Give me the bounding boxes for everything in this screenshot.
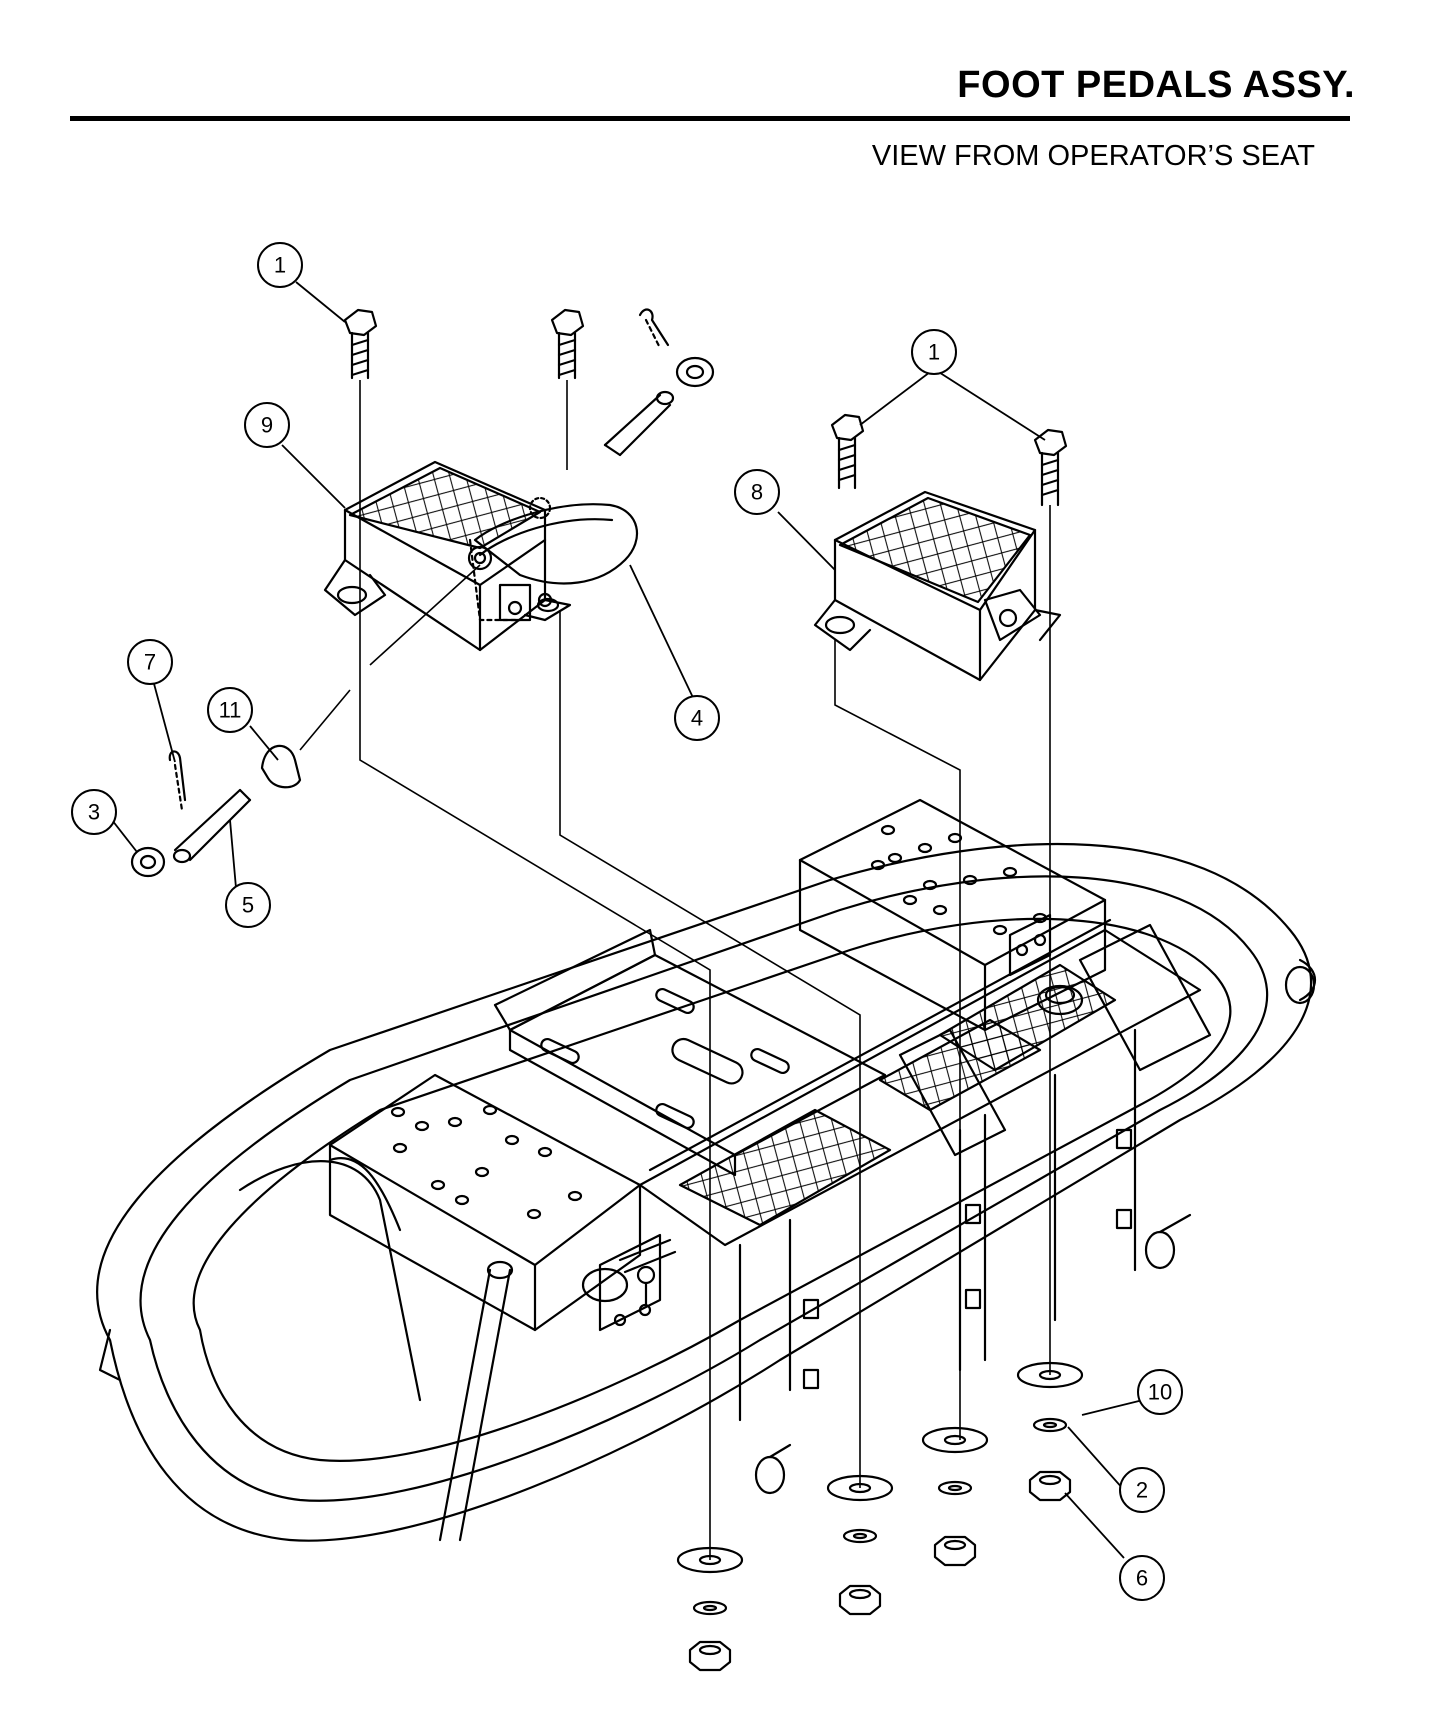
svg-text:3: 3	[88, 800, 100, 825]
callout-2: 2	[1119, 1467, 1165, 1513]
bolt-right-a	[830, 413, 865, 490]
upper-pin-set	[603, 308, 715, 457]
callout-9: 9	[244, 402, 290, 448]
left-block-holes	[390, 1104, 583, 1220]
view-subtitle: VIEW FROM OPERATOR’S SEAT	[871, 140, 1315, 172]
callout-5: 5	[225, 882, 271, 928]
bolt-right-b	[1033, 428, 1068, 507]
bolt-center	[550, 308, 585, 380]
pedal-box-right	[813, 490, 1062, 682]
svg-text:5: 5	[242, 893, 254, 918]
callout-1a: 1	[257, 242, 303, 288]
floor-frame	[96, 842, 1316, 1542]
callout-8: 8	[734, 469, 780, 515]
page-title: FOOT PEDALS ASSY.	[957, 64, 1355, 106]
callout-3: 3	[71, 789, 117, 835]
right-block-holes	[870, 824, 1048, 936]
svg-text:6: 6	[1136, 1566, 1148, 1591]
svg-text:4: 4	[691, 706, 703, 731]
svg-text:1: 1	[928, 340, 940, 365]
svg-text:7: 7	[144, 650, 156, 675]
callout-4: 4	[674, 695, 720, 741]
callout-6: 6	[1119, 1555, 1165, 1601]
svg-text:1: 1	[274, 253, 286, 278]
callout-7: 7	[127, 639, 173, 685]
hardware-stack-2	[826, 1474, 894, 1616]
hardware-stack-3	[921, 1426, 989, 1567]
svg-text:11: 11	[219, 698, 242, 723]
callout-1b: 1	[911, 329, 957, 375]
bolt-left	[343, 308, 378, 380]
hardware-stack-1	[676, 1546, 744, 1672]
platform-deck	[328, 798, 1212, 1422]
callout-11: 11	[207, 687, 253, 733]
svg-text:8: 8	[751, 480, 763, 505]
alignment-lines	[299, 380, 1051, 1560]
svg-text:2: 2	[1136, 1478, 1148, 1503]
svg-text:10: 10	[1148, 1380, 1172, 1405]
callout-10: 10	[1137, 1369, 1183, 1415]
svg-text:9: 9	[261, 413, 273, 438]
title-rule	[70, 116, 1350, 121]
callout-leaders	[111, 281, 1144, 1559]
pedal-assembly-left	[323, 460, 639, 652]
lower-pin-set	[130, 744, 302, 878]
